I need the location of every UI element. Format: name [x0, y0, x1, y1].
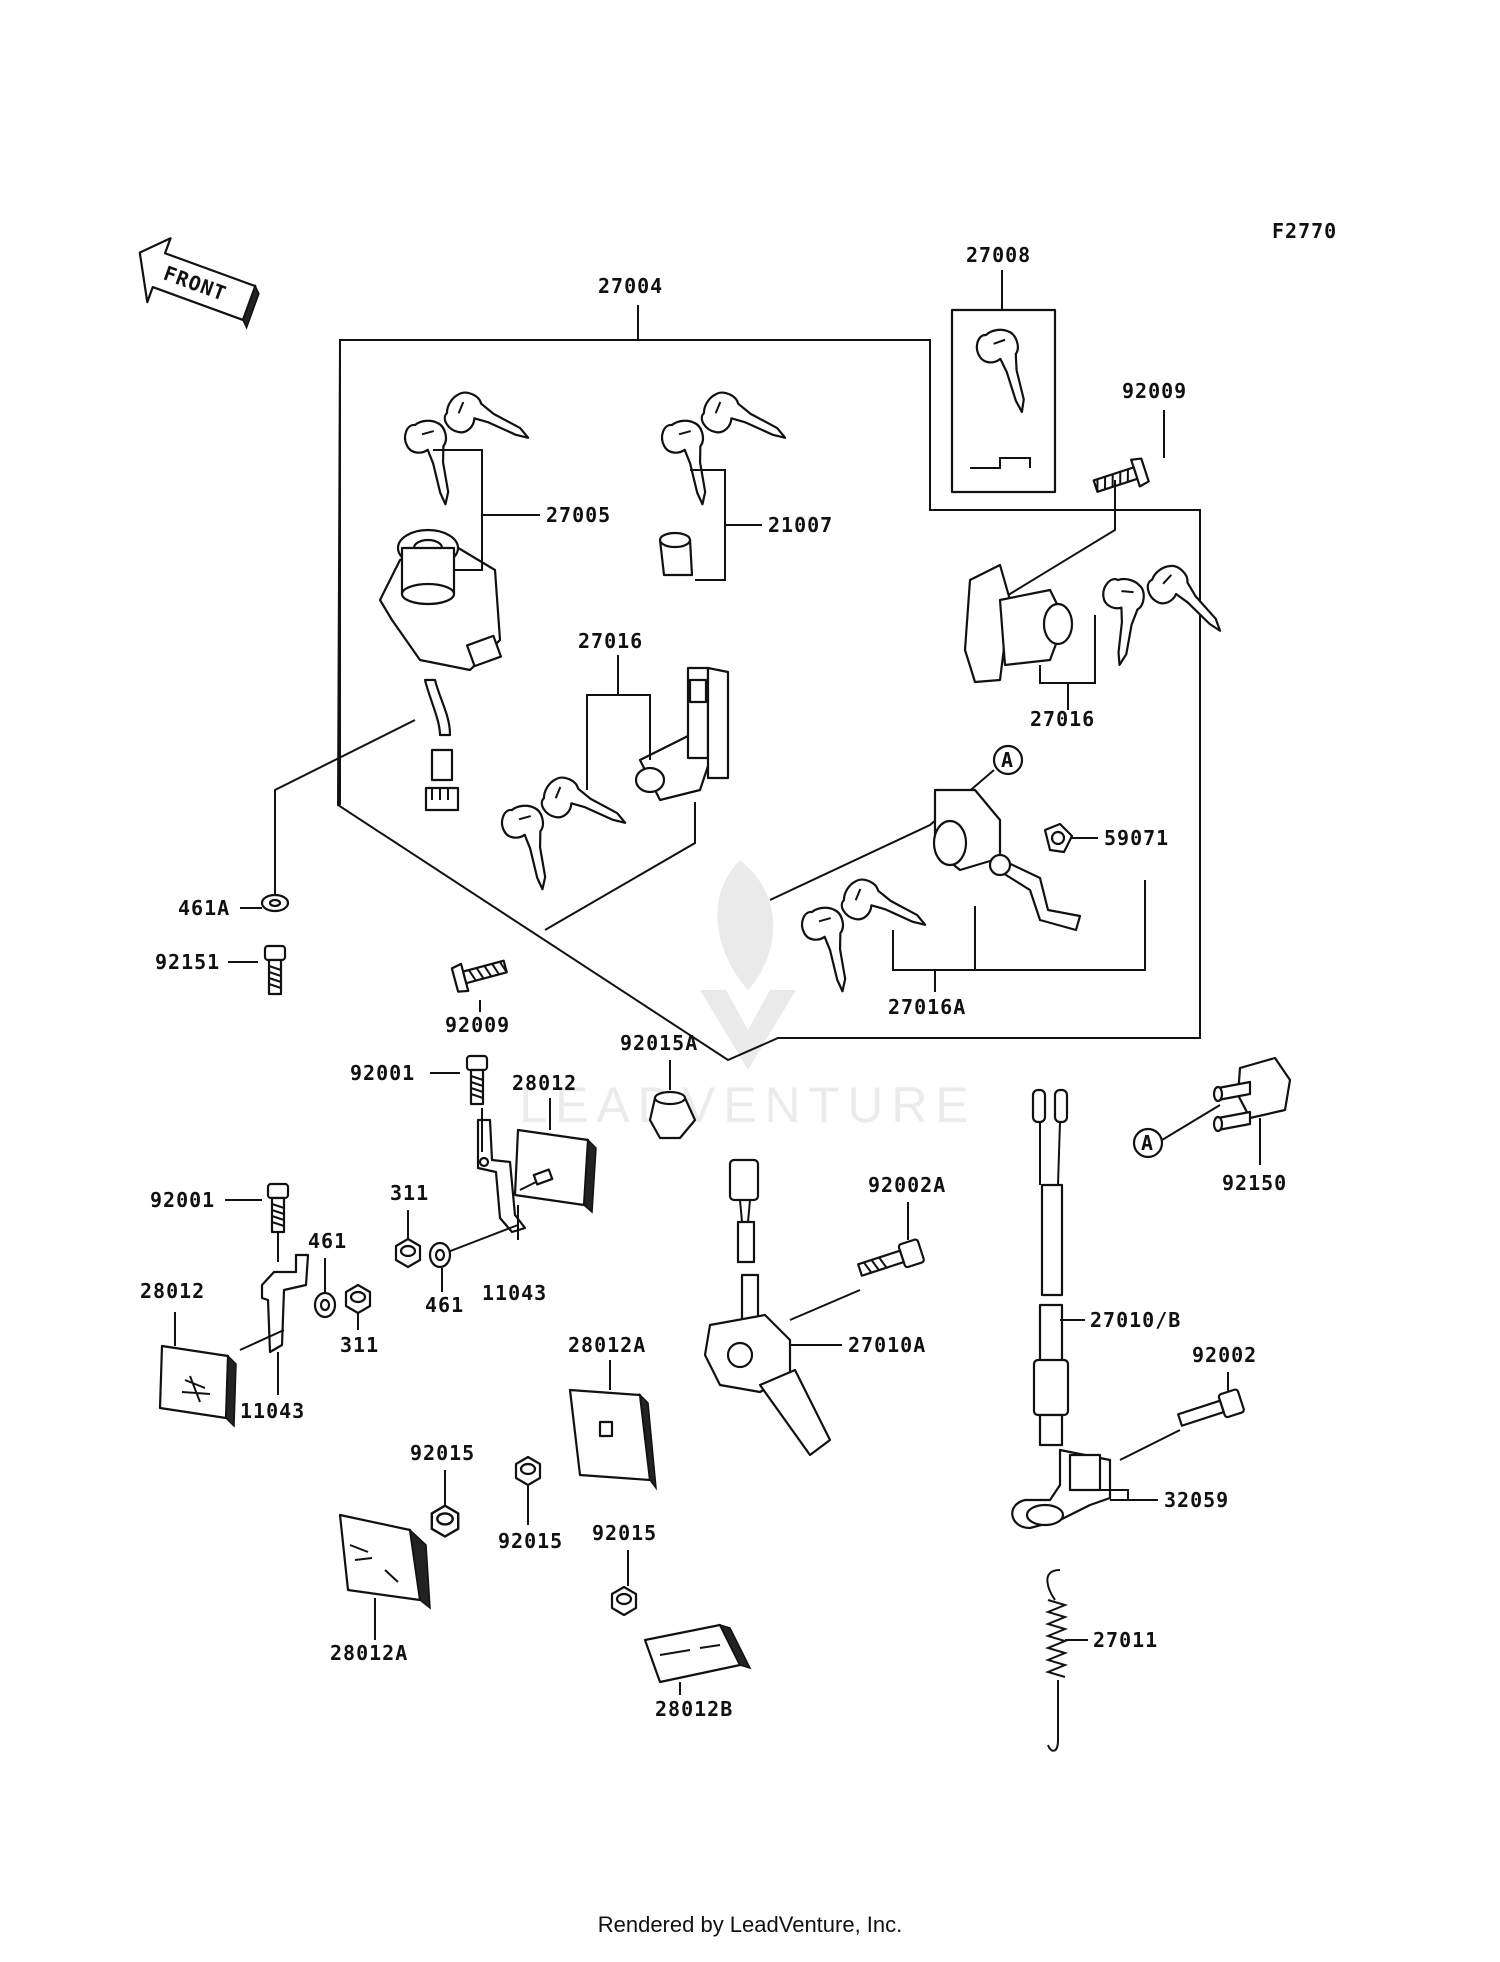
kit-27004-frame: [336, 339, 1201, 1062]
callout-27016-right[interactable]: 27016: [1030, 707, 1095, 731]
lock-27016-right[interactable]: [963, 563, 1074, 684]
figure-code: F2770: [1272, 219, 1337, 243]
callout-92009-top[interactable]: 92009: [1122, 379, 1187, 403]
keys-27016-mid: [500, 771, 629, 892]
screw-92009-top[interactable]: [1090, 455, 1151, 501]
screw-92009-bottom[interactable]: [450, 951, 510, 995]
circle-a-top-icon[interactable]: [992, 744, 1024, 776]
reflector-28012a-mid[interactable]: [568, 1388, 657, 1491]
circle-a-top-label: A: [1001, 748, 1014, 772]
cap-21007[interactable]: [658, 531, 694, 577]
reflector-28012b[interactable]: [643, 1623, 752, 1684]
reflector-28012a-bottom[interactable]: [338, 1513, 431, 1610]
callout-461-top-label[interactable]: 461: [308, 1229, 347, 1253]
washer-461-left[interactable]: [313, 1291, 337, 1319]
callout-28012a-mid[interactable]: 28012A: [568, 1333, 646, 1357]
callout-27016-mid[interactable]: 27016: [578, 629, 643, 653]
callout-92015-bottom[interactable]: 92015: [592, 1521, 657, 1545]
circle-a-bottom-icon[interactable]: [1132, 1127, 1164, 1159]
callout-92150[interactable]: 92150: [1222, 1171, 1287, 1195]
switch-27010b[interactable]: [1031, 1088, 1070, 1447]
callout-28012-top[interactable]: 28012: [512, 1071, 577, 1095]
callout-21007[interactable]: 21007: [768, 513, 833, 537]
callout-28012a-bottom[interactable]: 28012A: [330, 1641, 408, 1665]
callout-92002a[interactable]: 92002A: [868, 1173, 946, 1197]
callout-27010b[interactable]: 27010/B: [1090, 1308, 1181, 1332]
watermark-text: LEADVENTURE: [519, 1077, 977, 1133]
callout-92009-bottom[interactable]: 92009: [445, 1013, 510, 1037]
keys-27016-right: [1079, 540, 1241, 698]
grommet-92015a[interactable]: [648, 1090, 697, 1140]
circle-a-bottom-label: A: [1141, 1131, 1154, 1155]
bracket-11043-mid[interactable]: [476, 1118, 527, 1234]
callout-92015a[interactable]: 92015A: [620, 1031, 698, 1055]
callout-92015-mid[interactable]: 92015: [498, 1529, 563, 1553]
callout-28012-left[interactable]: 28012: [140, 1279, 205, 1303]
callout-27016a[interactable]: 27016A: [888, 995, 966, 1019]
washer-461a[interactable]: [260, 893, 290, 913]
callout-11043-left[interactable]: 11043: [240, 1399, 305, 1423]
callout-27008[interactable]: 27008: [966, 243, 1031, 267]
front-arrow-icon: FRONT: [138, 237, 260, 330]
reflector-28012-left[interactable]: [158, 1344, 237, 1428]
callout-11043-mid[interactable]: 11043: [482, 1281, 547, 1305]
callout-27004[interactable]: 27004: [598, 274, 663, 298]
callout-92001-left[interactable]: 92001: [150, 1188, 215, 1212]
keys-27005: [403, 386, 532, 507]
callout-461a[interactable]: 461A: [178, 896, 230, 920]
bracket-32059[interactable]: [1011, 1448, 1112, 1530]
callout-92001-top[interactable]: 92001: [350, 1061, 415, 1085]
callout-311-top[interactable]: 311: [390, 1181, 429, 1205]
callout-92002[interactable]: 92002: [1192, 1343, 1257, 1367]
bolt-92001-left[interactable]: [266, 1182, 290, 1234]
callout-27011[interactable]: 27011: [1093, 1628, 1158, 1652]
nut-92015-mid[interactable]: [514, 1455, 542, 1487]
callout-32059[interactable]: 32059: [1164, 1488, 1229, 1512]
switch-27010a[interactable]: [703, 1158, 832, 1457]
ignition-switch-27005[interactable]: [378, 528, 503, 812]
washer-461-top[interactable]: [428, 1241, 452, 1269]
callout-311-bottom[interactable]: 311: [340, 1333, 379, 1357]
spring-27011[interactable]: [1044, 1569, 1069, 1752]
bracket-92150[interactable]: [1212, 1056, 1292, 1133]
bolt-92002[interactable]: [1176, 1388, 1245, 1432]
reflector-28012-top[interactable]: [513, 1128, 597, 1214]
bracket-11043-left[interactable]: [260, 1253, 310, 1354]
callout-27010a[interactable]: 27010A: [848, 1333, 926, 1357]
callout-92151[interactable]: 92151: [155, 950, 220, 974]
keys-27016a: [800, 873, 929, 994]
callout-28012b[interactable]: 28012B: [655, 1697, 733, 1721]
bolt-92001-top[interactable]: [465, 1054, 489, 1106]
clip-59071[interactable]: [1043, 822, 1074, 854]
watermark-logo: [700, 860, 796, 1070]
lock-27016-mid[interactable]: [634, 666, 730, 802]
callout-92015-left[interactable]: 92015: [410, 1441, 475, 1465]
callout-27005[interactable]: 27005: [546, 503, 611, 527]
nut-92015-left[interactable]: [430, 1504, 460, 1538]
nut-92015-bottom[interactable]: [610, 1585, 638, 1617]
callout-59071[interactable]: 59071: [1104, 826, 1169, 850]
bolt-92151[interactable]: [263, 944, 287, 996]
callout-461-bottom-label[interactable]: 461: [425, 1293, 464, 1317]
bolt-92002a[interactable]: [856, 1238, 925, 1282]
seat-lock-27016a[interactable]: [932, 788, 1082, 932]
nut-311-bottom[interactable]: [344, 1283, 372, 1315]
nut-311-top[interactable]: [394, 1237, 422, 1269]
footer-credit: Rendered by LeadVenture, Inc.: [597, 1912, 903, 1937]
